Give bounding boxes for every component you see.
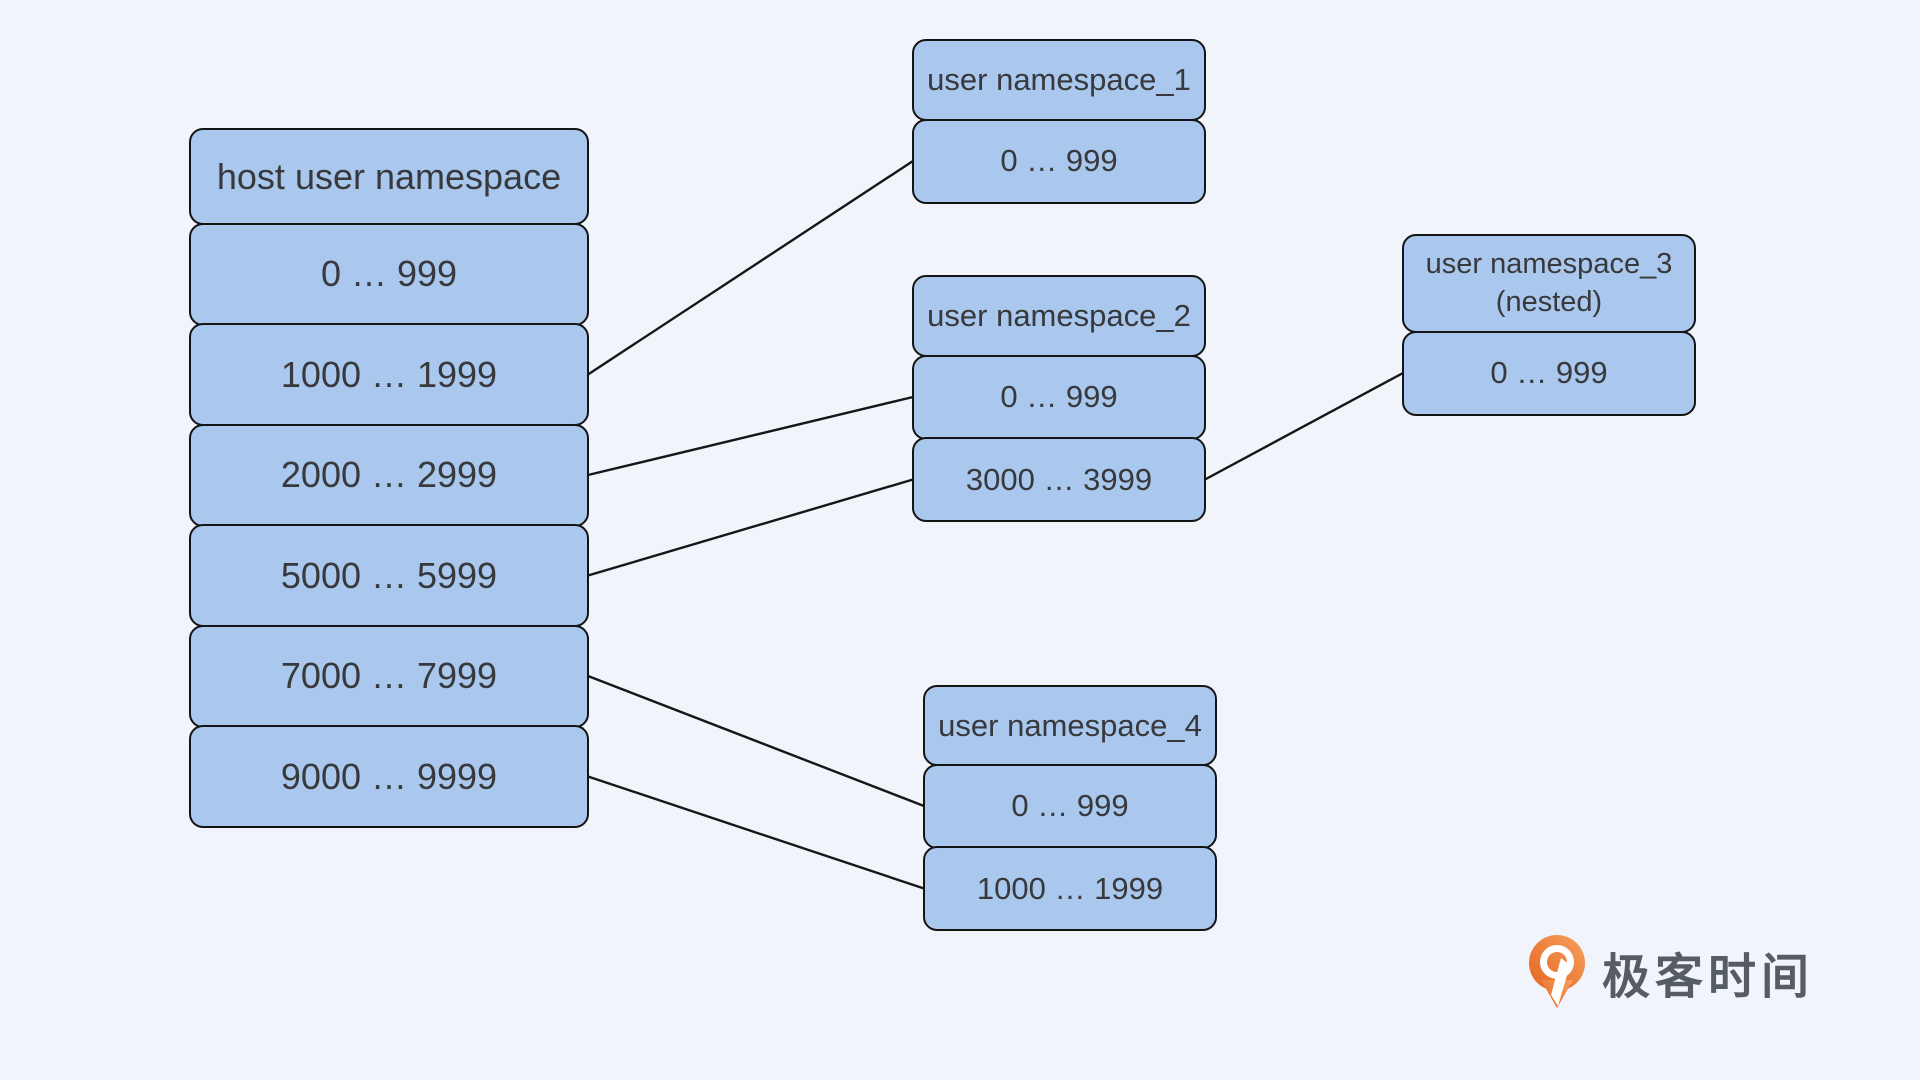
- mapping-line: [587, 395, 914, 477]
- uid-range-box: 7000 … 7999: [189, 624, 589, 728]
- user-namespace-3-nested-group: user namespace_3 (nested) 0 … 999: [1402, 234, 1696, 416]
- namespace-title-box: user namespace_1: [912, 39, 1206, 121]
- user-namespace-1-group: user namespace_1 0 … 999: [912, 39, 1206, 204]
- user-namespace-2-group: user namespace_2 0 … 999 3000 … 3999: [912, 275, 1206, 522]
- uid-range-box: 2000 … 2999: [189, 423, 589, 527]
- mapping-line: [587, 775, 925, 890]
- namespace-title-box: user namespace_4: [923, 685, 1217, 766]
- namespace-title-box: user namespace_2: [912, 275, 1206, 357]
- mapping-line: [587, 478, 914, 577]
- uid-range-box: 5000 … 5999: [189, 524, 589, 627]
- uid-range-box: 9000 … 9999: [189, 725, 589, 828]
- mapping-line: [587, 159, 914, 376]
- namespace-title-line: user namespace_3: [1425, 247, 1673, 280]
- host-user-namespace-group: host user namespace 0 … 999 1000 … 1999 …: [189, 128, 589, 828]
- namespace-subtitle-line: (nested): [1495, 285, 1603, 318]
- mapping-line: [587, 674, 925, 808]
- uid-range-box: 0 … 999: [912, 118, 1206, 204]
- mapping-line: [1204, 371, 1404, 481]
- host-namespace-title-box: host user namespace: [189, 128, 589, 225]
- namespace-title-box: user namespace_3 (nested): [1402, 234, 1696, 333]
- geektime-logo: 极客时间: [1528, 934, 1814, 1010]
- uid-range-box: 3000 … 3999: [912, 437, 1206, 522]
- user-namespace-4-group: user namespace_4 0 … 999 1000 … 1999: [923, 685, 1217, 931]
- uid-range-box: 0 … 999: [923, 763, 1217, 849]
- uid-range-box: 1000 … 1999: [189, 323, 589, 426]
- uid-range-box: 0 … 999: [189, 222, 589, 326]
- uid-range-box: 1000 … 1999: [923, 846, 1217, 931]
- uid-range-box: 0 … 999: [1402, 330, 1696, 416]
- geektime-logo-text: 极客时间: [1602, 951, 1815, 1004]
- geektime-pin-icon: [1529, 935, 1585, 1008]
- uid-range-box: 0 … 999: [912, 354, 1206, 440]
